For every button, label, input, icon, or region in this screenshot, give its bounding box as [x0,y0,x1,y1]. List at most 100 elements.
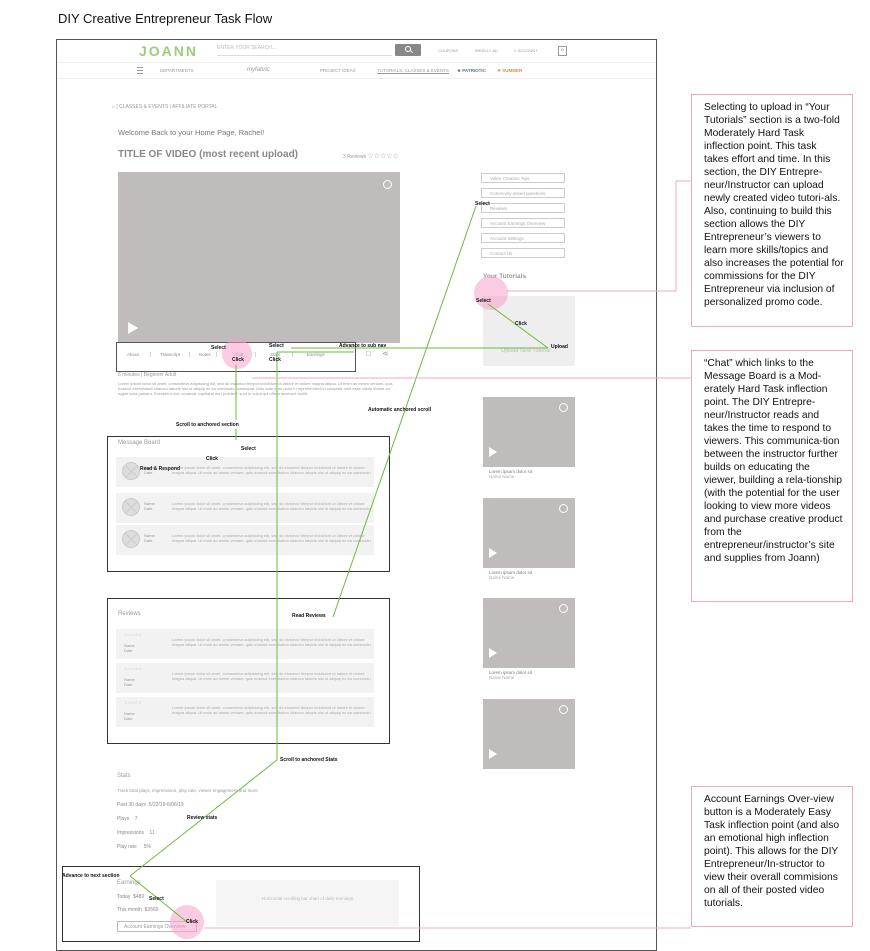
home-icon[interactable]: ⌂ [112,104,116,110]
nav-patriotic[interactable]: ★ PATRIOTIC [457,68,486,73]
account-settings-button[interactable]: Account Settings [481,233,565,243]
nav-departments[interactable]: DEPARTMENTS [160,68,194,73]
thumbnail-author: Name Name [489,474,515,479]
review-name: Name [124,711,135,716]
more-options-icon[interactable] [559,604,568,613]
play-icon[interactable] [489,548,497,558]
bookmark-icon[interactable]: □ [366,349,371,358]
today-value: $480 [133,894,145,900]
weekly-ad-link[interactable]: WEEKLY AD [475,48,498,53]
nav-patriotic-label: PATRIOTIC [462,68,486,73]
tutorial-thumbnail[interactable] [483,598,575,668]
playrate-label: Play rate [117,844,137,850]
nav-summer-label: SUMMER [502,68,523,73]
earnings-chart-placeholder[interactable]: Horizontal scrolling bar chart of daily … [216,880,399,926]
annotation-click: Click [206,456,218,462]
tab-transcript[interactable]: Transcript [160,352,180,357]
menu-icon[interactable] [137,67,143,74]
video-player[interactable] [118,172,400,343]
your-tutorials-heading: Your Tutorials [483,273,527,280]
stats-plays: Plays 7 [117,816,138,822]
upload-inflection-note: Selecting to upload in “Your Tutorials” … [691,94,853,327]
tab-stats[interactable]: Stats [270,352,281,357]
month-value: $3569 [144,907,159,913]
video-creation-tips-button[interactable]: Video Creation Tips [481,173,565,183]
more-options-icon[interactable] [559,403,568,412]
account-earnings-overview-button[interactable]: Account Earnings Overview [481,218,565,228]
earnings-heading: Earnings [117,880,141,886]
thumbnail-author: Name Name [489,675,515,680]
avatar [122,530,140,548]
account-link[interactable]: ☺ ACCOUNT [513,48,538,53]
annotation-advance-sub-nav: Advance to sub nav [339,343,387,349]
tab-separator: | [255,352,257,358]
annotation-select: Select [149,896,164,902]
play-icon[interactable] [489,749,497,759]
star-rating: ☆☆☆☆☆ [367,153,399,160]
common-questions-button[interactable]: Commonly asked questions [481,188,565,198]
tab-earnings[interactable]: Earnings [307,352,325,357]
reviews-button[interactable]: Reviews [481,203,565,213]
play-icon[interactable] [489,648,497,658]
tutorial-thumbnail[interactable] [483,498,575,568]
nav-summer[interactable]: ☀ SUMMER [497,68,523,73]
playrate-value: 5% [143,844,151,850]
tab-notes[interactable]: Notes [199,352,211,357]
earnings-month: This month $3569 [117,907,158,913]
star-rating: ☆☆☆☆☆ [124,666,142,671]
more-options-icon[interactable] [559,504,568,513]
thumbnail-author: Name Name [489,575,515,580]
play-icon[interactable] [128,322,138,334]
stats-impressions: Impressions 11 [117,830,155,836]
annotation-automatic-scroll: Automatic anchored scroll [368,407,432,413]
tutorial-thumbnail[interactable] [483,397,575,467]
nav-project-ideas[interactable]: PROJECT IDEAS [320,68,356,73]
tutorials-select-highlight [474,276,508,310]
cart-icon[interactable]: 0 [558,46,567,56]
search-input[interactable]: ENTER YOUR SEARCH... [217,45,392,56]
contact-us-button[interactable]: Contact Us [481,248,565,258]
stats-heading: Stats [117,773,131,779]
tutorial-thumbnail[interactable] [483,699,575,769]
review-date: Date [124,716,133,721]
welcome-message: Welcome Back to your Home Page, Rachel! [118,128,265,137]
annotation-scroll-anchored-section: Scroll to anchored section [176,422,239,428]
search-button[interactable] [395,44,421,56]
tab-separator: | [216,352,218,358]
reviews-count: 3 Reviews [343,154,367,160]
star-rating: ☆☆☆☆☆ [124,632,142,637]
video-reviews-count[interactable]: 3 Reviews ☆☆☆☆☆ [343,152,399,160]
nav-tutorials[interactable]: TUTORIALS, CLASSES & EVENTS [377,68,449,74]
coupons-link[interactable]: COUPONS [438,48,459,53]
annotation-click: Click [232,357,244,363]
tab-separator: | [150,352,152,358]
search-icon [405,46,411,52]
more-options-icon[interactable] [559,705,568,714]
joann-logo[interactable]: JOANN [139,43,199,59]
more-options-icon[interactable] [383,180,392,189]
today-label: Today [117,894,131,900]
reviews-heading: Reviews [118,611,141,617]
play-icon[interactable] [489,447,497,457]
upload-tutorial-label[interactable]: Upload New Tutorial [501,348,551,354]
nav-myfabric[interactable]: myfabric [247,67,270,73]
breadcrumb-text[interactable]: | CLASSES & EVENTS | AFFILIATE PORTAL [116,104,218,110]
share-icon[interactable]: ⋖ [382,349,389,358]
review-date: Date [124,682,133,687]
stats-range: Past 30 days 5/22/19-6/06/19 [117,802,184,808]
tab-about[interactable]: About [127,352,139,357]
plays-value: 7 [134,816,138,822]
annotation-click: Click [269,357,281,363]
message-name: Name [144,533,155,538]
message-name: Name [144,465,155,470]
